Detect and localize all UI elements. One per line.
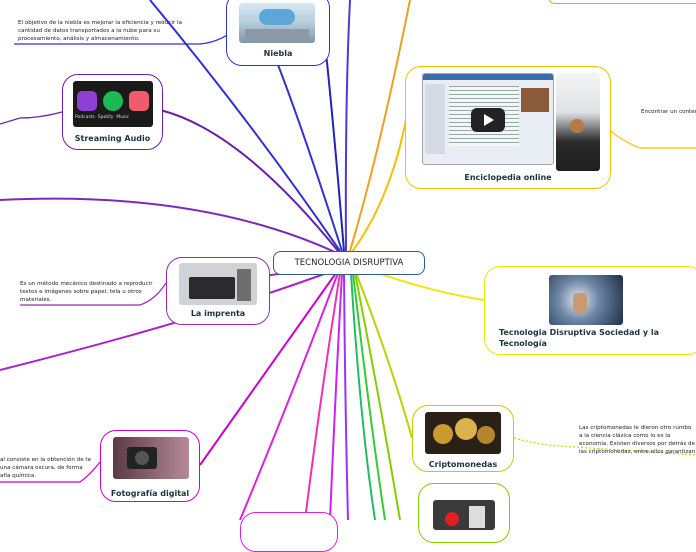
spotify-icon <box>103 91 123 111</box>
podcasts-text: Podcasts <box>75 115 95 120</box>
topic-fotografia-digital[interactable]: Fotografía digital <box>100 430 200 502</box>
streaming-app-icons-image: Podcasts Spotify Music <box>73 81 153 127</box>
streaming-label: Streaming Audio <box>74 134 151 143</box>
fotografia-label: Fotografía digital <box>110 489 190 498</box>
3d-printer-image <box>433 500 495 530</box>
imprenta-label: La imprenta <box>190 309 246 318</box>
topic-criptomonedas[interactable]: Criptomonedas <box>412 405 514 472</box>
bitcoin-coin-icon <box>455 418 477 440</box>
criptomonedas-note: Las criptomonedas le dieron otro rumbo a… <box>579 425 696 455</box>
imprenta-image <box>179 263 257 305</box>
bitcoin-coin-icon <box>477 426 495 444</box>
topic-partial-top-right[interactable] <box>548 0 696 4</box>
enciclopedia-video-thumbnail[interactable] <box>422 73 554 165</box>
fotografia-note: al consiste en la obtención de te una cá… <box>0 457 92 479</box>
topic-niebla[interactable]: Niebla <box>226 0 330 66</box>
podcasts-icon <box>77 91 97 111</box>
imprenta-note: Es un método mecánico destinado a reprod… <box>20 281 153 303</box>
bitcoin-coin-icon <box>433 424 453 444</box>
enciclopedia-person-image <box>556 73 600 171</box>
criptomonedas-image <box>425 412 501 454</box>
topic-streaming-audio[interactable]: Podcasts Spotify Music Streaming Audio <box>62 74 163 150</box>
sociedad-label: Tecnologia Disruptiva Sociedad y la Tecn… <box>499 328 660 348</box>
fotografia-image <box>113 437 189 479</box>
criptomonedas-label: Criptomonedas <box>428 460 498 469</box>
play-icon[interactable] <box>471 108 505 132</box>
spotify-text: Spotify <box>97 115 114 120</box>
topic-partial-bottom-right[interactable] <box>418 483 510 543</box>
enciclopedia-note: Encontrar un contenido concreto es más r… <box>641 109 696 115</box>
sociedad-image <box>549 275 623 325</box>
topic-partial-bottom-left[interactable] <box>240 512 338 552</box>
topic-enciclopedia-online[interactable]: Enciclopedia online <box>405 66 611 189</box>
enciclopedia-label: Enciclopedia online <box>464 173 552 182</box>
music-text: Music <box>116 115 130 120</box>
topic-sociedad-tecnologia[interactable]: Tecnologia Disruptiva Sociedad y la Tecn… <box>484 266 696 355</box>
niebla-note: El objetivo de la niebla es mejorar la e… <box>18 20 182 42</box>
music-icon <box>129 91 149 111</box>
niebla-image <box>239 3 315 43</box>
niebla-label: Niebla <box>263 49 293 58</box>
central-topic[interactable]: TECNOLOGIA DISRUPTIVA <box>273 251 425 275</box>
topic-la-imprenta[interactable]: La imprenta <box>166 257 270 325</box>
